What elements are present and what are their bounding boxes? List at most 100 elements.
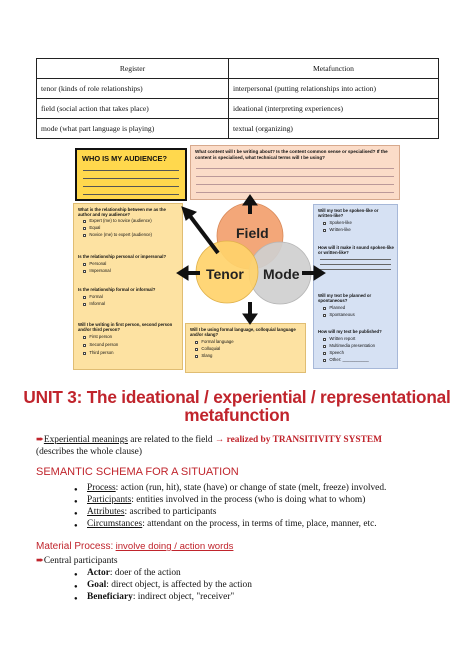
checkbox[interactable] bbox=[323, 229, 327, 233]
material-heading: Material Process: bbox=[36, 541, 114, 552]
list-item: Actor: doer of the action bbox=[74, 567, 181, 581]
checkbox-option[interactable]: Slang bbox=[195, 353, 302, 359]
central-text: Central participants bbox=[43, 556, 118, 566]
checkbox-option[interactable]: Equal bbox=[83, 225, 179, 231]
option-label: Other: ___________ bbox=[329, 356, 369, 362]
mode-question: How will it make it sound spoken-like or… bbox=[318, 245, 394, 256]
checkbox-option[interactable]: First person bbox=[83, 334, 179, 340]
checkbox-option[interactable]: Expert (me) to novice (audience) bbox=[83, 218, 179, 224]
checkbox[interactable] bbox=[83, 227, 87, 231]
tenor-question-group: Is the relationship formal or informal? … bbox=[78, 287, 179, 307]
checkbox-option[interactable]: Novice (me) to expert (audience) bbox=[83, 232, 179, 238]
audience-title: WHO IS MY AUDIENCE? bbox=[82, 154, 167, 163]
checkbox[interactable] bbox=[323, 307, 327, 311]
checkbox-option[interactable]: Colloquial bbox=[195, 346, 302, 352]
list-item: Beneficiary: indirect object, "receiver" bbox=[74, 591, 235, 605]
venn-label-mode: Mode bbox=[263, 266, 300, 282]
mode-question: Will my text be planned or spontaneous? bbox=[318, 293, 372, 304]
checkbox[interactable] bbox=[323, 351, 327, 356]
list-item: Circumstances: attendant on the process,… bbox=[74, 518, 377, 532]
checkbox[interactable] bbox=[83, 233, 87, 238]
arrow-icon: ➨ bbox=[36, 435, 44, 445]
tenor-question-group: Will I be writing in first person, secon… bbox=[78, 322, 179, 356]
item-term: Circumstances bbox=[87, 519, 143, 529]
item-text: : indirect object, "receiver" bbox=[132, 592, 235, 602]
checkbox[interactable] bbox=[323, 222, 327, 226]
list-item: Process: action (run, hit), state (have)… bbox=[74, 482, 386, 496]
checkbox-option[interactable]: Third person bbox=[83, 350, 179, 356]
checkbox[interactable] bbox=[83, 336, 87, 340]
option-label: Planned bbox=[329, 305, 346, 311]
option-label: Equal bbox=[89, 225, 101, 231]
checkbox-option[interactable]: Written report bbox=[323, 336, 394, 342]
unit-title-line1: UNIT 3: The ideational / experiential / … bbox=[23, 387, 451, 407]
arrow-up-left-icon bbox=[181, 206, 198, 221]
checkbox-option[interactable]: Planned bbox=[323, 305, 394, 311]
experiential-text: are related to the field bbox=[127, 435, 215, 445]
central-line: ➨Central participants bbox=[36, 555, 118, 567]
checkbox-option[interactable]: Written-like bbox=[323, 227, 394, 233]
checkbox[interactable] bbox=[83, 220, 87, 224]
checkbox-option[interactable]: Formal language bbox=[195, 339, 302, 345]
arrow-up-left-icon bbox=[188, 214, 220, 255]
checkbox[interactable] bbox=[83, 295, 87, 300]
table-row: tenor (kinds of role relationships) inte… bbox=[36, 78, 439, 99]
arrow-down-icon bbox=[242, 313, 258, 325]
material-sub: involve doing / action words bbox=[115, 541, 234, 552]
checkbox-option[interactable]: Speech bbox=[323, 350, 394, 356]
option-label: Spoken-like bbox=[329, 220, 352, 226]
field-language-panel: Will I be using formal language, colloqu… bbox=[185, 323, 306, 373]
field-question-group: Will I be using formal language, colloqu… bbox=[190, 327, 302, 359]
audience-box: WHO IS MY AUDIENCE? bbox=[75, 148, 187, 201]
checkbox-option[interactable]: Informal bbox=[83, 301, 179, 307]
checkbox[interactable] bbox=[83, 302, 87, 307]
checkbox-option[interactable]: Spontaneous bbox=[323, 312, 394, 318]
tenor-question: Is the relationship formal or informal? bbox=[78, 287, 156, 292]
option-label: Expert (me) to novice (audience) bbox=[89, 218, 152, 224]
item-text: : ascribed to participants bbox=[124, 507, 217, 517]
checkbox[interactable] bbox=[323, 344, 327, 349]
answer-line bbox=[320, 265, 391, 271]
tenor-panel: What is the relationship between me as t… bbox=[73, 203, 183, 370]
tenor-question: Will I be writing in first person, secon… bbox=[78, 322, 173, 333]
checkbox[interactable] bbox=[323, 358, 327, 363]
checkbox-option[interactable]: Other: ___________ bbox=[323, 356, 394, 363]
item-text: : direct object, is affected by the acti… bbox=[106, 580, 252, 590]
answer-line bbox=[83, 178, 179, 179]
option-label: Novice (me) to expert (audience) bbox=[89, 232, 152, 238]
checkbox[interactable] bbox=[83, 269, 87, 274]
arrow-left-icon bbox=[176, 265, 189, 281]
arrow-icon: ➨ bbox=[36, 556, 44, 566]
field-question: What content will I be writing about? Is… bbox=[195, 149, 388, 160]
checkbox-option[interactable]: Spoken-like bbox=[323, 220, 394, 226]
checkbox[interactable] bbox=[323, 337, 327, 342]
checkbox-option[interactable]: Impersonal bbox=[83, 268, 179, 274]
venn-diagram bbox=[176, 194, 326, 325]
option-label: Colloquial bbox=[201, 346, 221, 352]
answer-line bbox=[196, 176, 394, 177]
checkbox[interactable] bbox=[83, 262, 87, 267]
answer-line bbox=[83, 186, 179, 187]
checkbox[interactable] bbox=[83, 344, 87, 348]
item-term: Process bbox=[87, 483, 116, 493]
checkbox-option[interactable]: Personal bbox=[83, 261, 179, 267]
option-label: First person bbox=[89, 334, 113, 340]
table-row: mode (what part language is playing) tex… bbox=[36, 118, 439, 139]
option-label: Slang bbox=[201, 353, 213, 359]
checkbox[interactable] bbox=[83, 351, 87, 356]
register-table: Register Metafunction tenor (kinds of ro… bbox=[36, 58, 439, 139]
checkbox-option[interactable]: Multimedia presentation bbox=[323, 343, 394, 349]
checkbox[interactable] bbox=[195, 341, 199, 345]
mode-panel: Will my text be spoken-like or written-l… bbox=[313, 204, 398, 369]
checkbox[interactable] bbox=[195, 354, 199, 359]
mode-question-group: How will it make it sound spoken-like or… bbox=[318, 245, 394, 271]
answer-line bbox=[320, 255, 391, 261]
checkbox[interactable] bbox=[195, 348, 199, 352]
checkbox-option[interactable]: Second person bbox=[83, 342, 179, 348]
experiential-line: ➨Experiential meanings are related to th… bbox=[36, 434, 382, 446]
arrow-up-icon bbox=[242, 194, 258, 206]
option-label: Formal bbox=[89, 294, 103, 300]
checkbox-option[interactable]: Formal bbox=[83, 294, 179, 300]
option-label: Personal bbox=[89, 261, 107, 267]
checkbox[interactable] bbox=[323, 314, 327, 318]
